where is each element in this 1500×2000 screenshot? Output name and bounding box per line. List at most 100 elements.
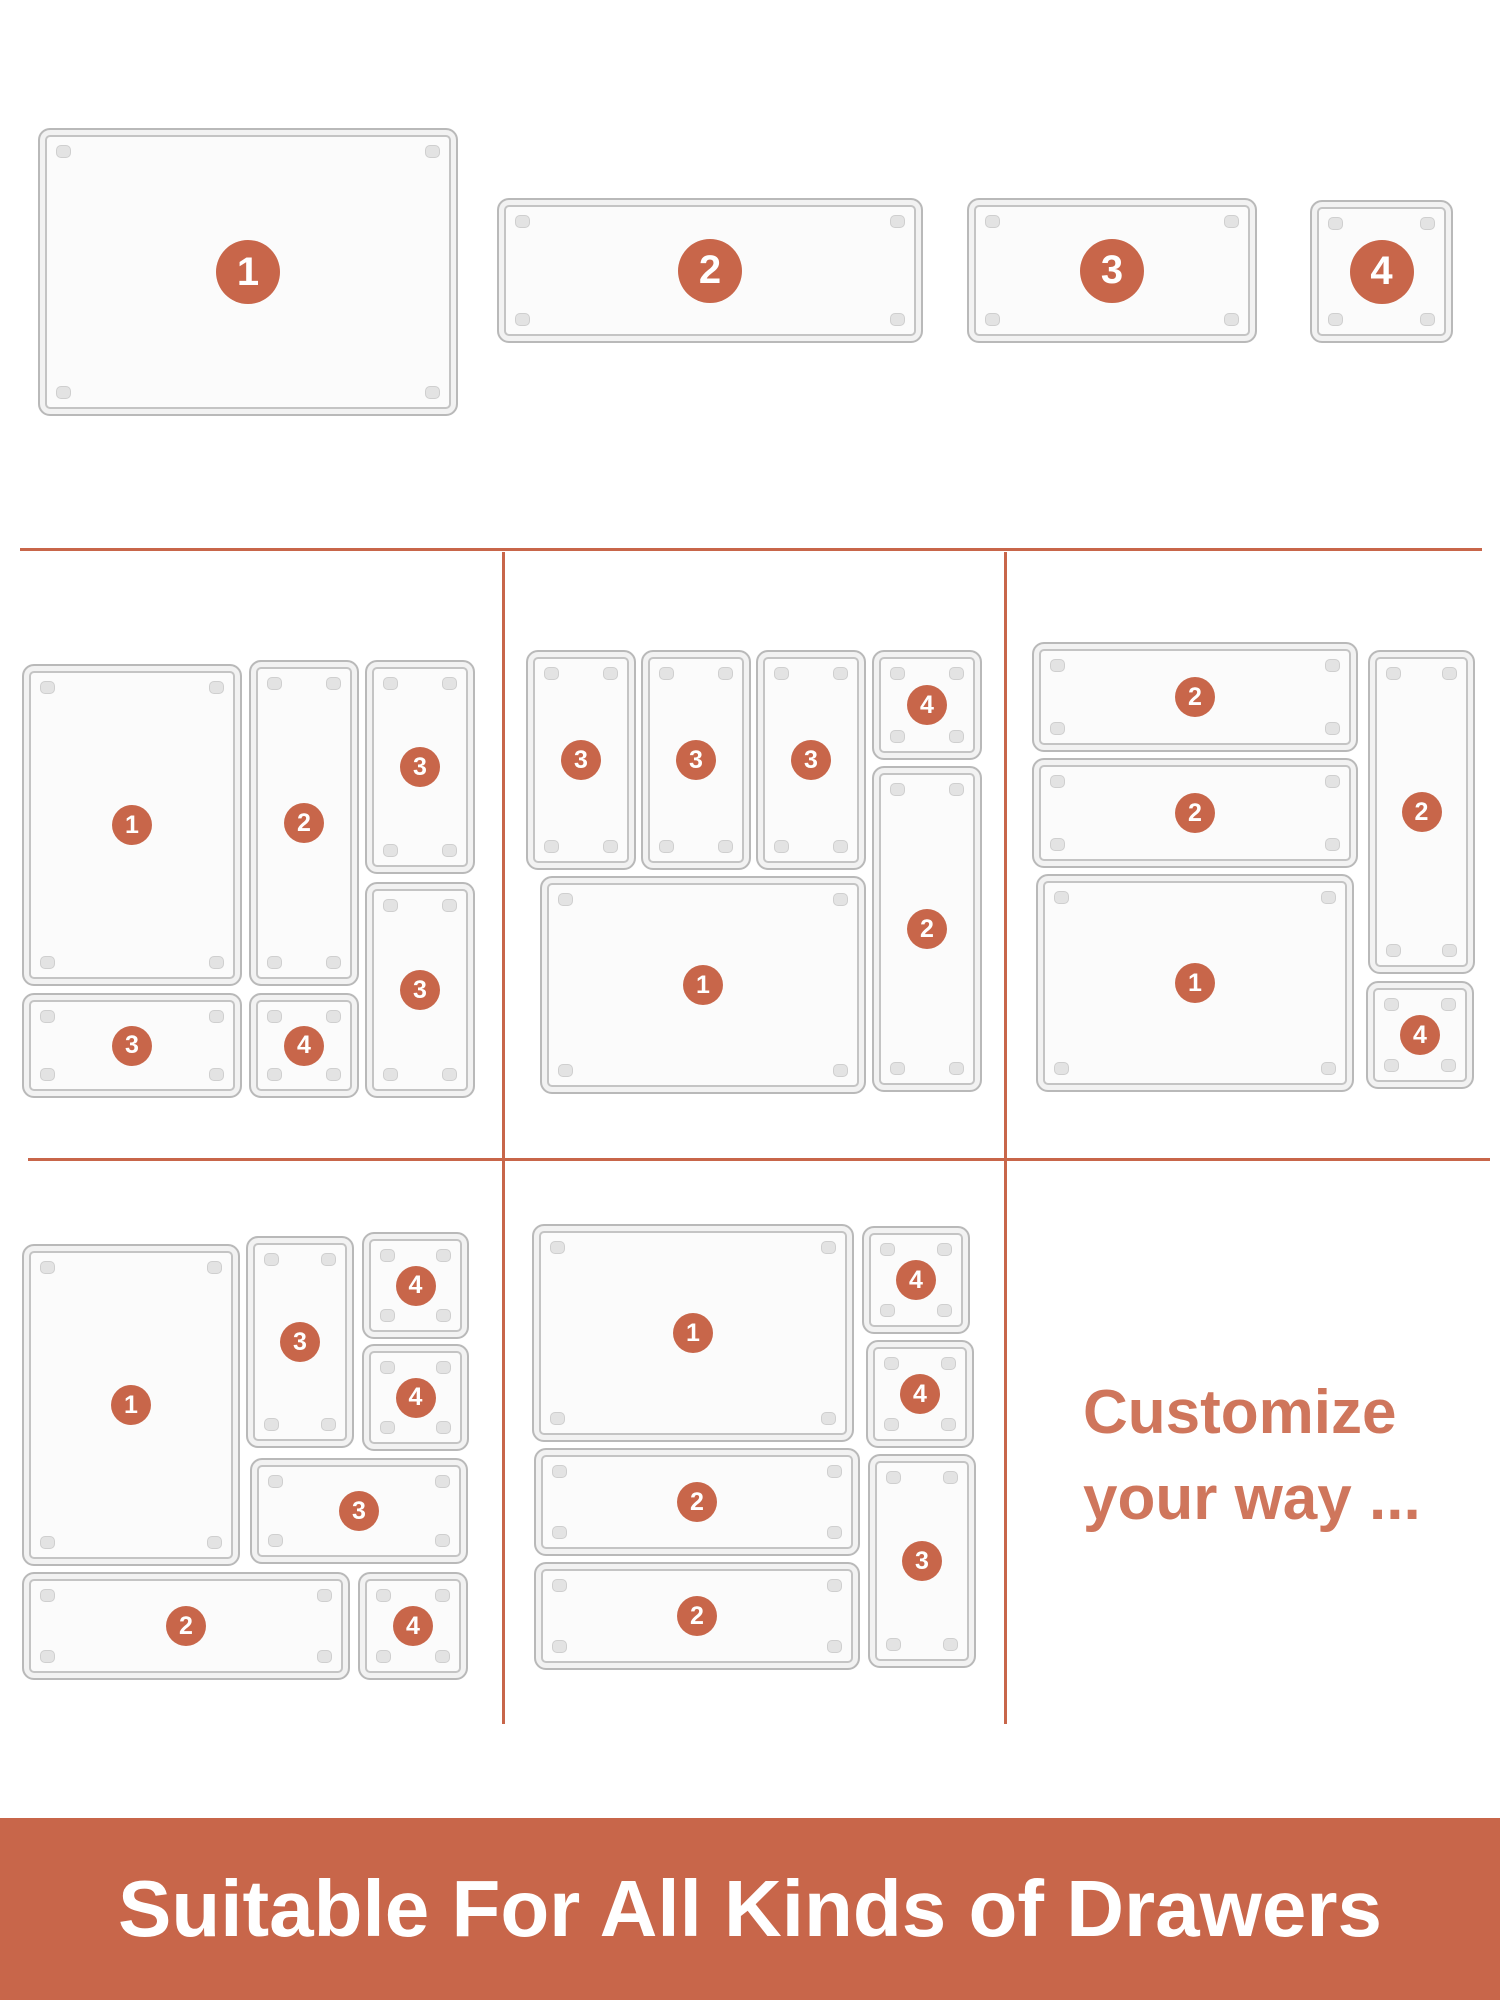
tray-badge-2: 2 — [284, 803, 324, 843]
corner-foot — [380, 1421, 395, 1434]
corner-foot — [890, 313, 905, 326]
corner-foot — [1441, 1059, 1456, 1072]
corner-foot — [833, 667, 848, 680]
corner-foot — [1384, 998, 1399, 1011]
corner-foot — [383, 1068, 398, 1081]
tray-badge-4: 4 — [393, 1606, 433, 1646]
corner-foot — [376, 1589, 391, 1602]
corner-foot — [207, 1536, 222, 1549]
corner-foot — [827, 1579, 842, 1592]
corner-foot — [321, 1253, 336, 1266]
corner-foot — [890, 215, 905, 228]
corner-foot — [442, 899, 457, 912]
corner-foot — [442, 844, 457, 857]
size-badge-3: 3 — [1080, 238, 1144, 303]
corner-foot — [264, 1253, 279, 1266]
corner-foot — [383, 899, 398, 912]
corner-foot — [209, 1068, 224, 1081]
corner-foot — [56, 145, 71, 158]
corner-foot — [326, 1010, 341, 1023]
layout-d-tray-4-lower: 4 — [358, 1572, 468, 1680]
size-badge-4: 4 — [1349, 239, 1414, 304]
corner-foot — [376, 1650, 391, 1663]
tray-size-2: 2 — [497, 198, 923, 343]
corner-foot — [1325, 775, 1340, 788]
corner-foot — [985, 215, 1000, 228]
corner-foot — [442, 677, 457, 690]
layout-a-tray-1: 1 — [22, 664, 242, 986]
corner-foot — [1050, 659, 1065, 672]
corner-foot — [890, 730, 905, 743]
corner-foot — [833, 1064, 848, 1077]
layout-c-tray-4: 4 — [1366, 981, 1474, 1089]
corner-foot — [603, 667, 618, 680]
corner-foot — [884, 1357, 899, 1370]
corner-foot — [425, 145, 440, 158]
corner-foot — [886, 1638, 901, 1651]
corner-foot — [268, 1534, 283, 1547]
corner-foot — [550, 1412, 565, 1425]
corner-foot — [659, 667, 674, 680]
corner-foot — [1328, 313, 1343, 326]
corner-foot — [890, 1062, 905, 1075]
tagline-line-1: Customize — [1083, 1378, 1397, 1447]
corner-foot — [1386, 944, 1401, 957]
corner-foot — [827, 1526, 842, 1539]
size-badge-1: 1 — [216, 240, 280, 304]
tray-badge-2: 2 — [907, 909, 947, 949]
corner-foot — [1321, 1062, 1336, 1075]
layout-a-tray-2: 2 — [249, 660, 359, 986]
tray-badge-4: 4 — [896, 1260, 936, 1300]
tray-badge-2: 2 — [1175, 793, 1215, 833]
corner-foot — [827, 1465, 842, 1478]
layout-a-tray-4: 4 — [249, 993, 359, 1098]
layout-e-tray-4-upper: 4 — [862, 1226, 970, 1334]
corner-foot — [1325, 838, 1340, 851]
corner-foot — [267, 956, 282, 969]
grid-divider-middle — [28, 1158, 1490, 1161]
corner-foot — [821, 1241, 836, 1254]
corner-foot — [317, 1589, 332, 1602]
tray-badge-2: 2 — [1401, 792, 1442, 832]
corner-foot — [886, 1471, 901, 1484]
corner-foot — [941, 1357, 956, 1370]
tray-badge-3: 3 — [112, 1025, 152, 1066]
corner-foot — [436, 1309, 451, 1322]
corner-foot — [718, 840, 733, 853]
corner-foot — [827, 1640, 842, 1653]
size-badge-2: 2 — [678, 238, 742, 303]
corner-foot — [435, 1475, 450, 1488]
tray-badge-4: 4 — [284, 1025, 324, 1066]
corner-foot — [209, 1010, 224, 1023]
corner-foot — [544, 840, 559, 853]
tray-badge-2: 2 — [1175, 677, 1215, 717]
layout-a-tray-3-upper: 3 — [365, 660, 475, 874]
corner-foot — [774, 667, 789, 680]
corner-foot — [515, 313, 530, 326]
tray-size-3: 3 — [967, 198, 1257, 343]
layout-d-tray-3-tall: 3 — [246, 1236, 354, 1448]
corner-foot — [552, 1640, 567, 1653]
corner-foot — [1384, 1059, 1399, 1072]
tray-badge-2: 2 — [677, 1482, 717, 1522]
corner-foot — [949, 667, 964, 680]
corner-foot — [552, 1579, 567, 1592]
tray-badge-3: 3 — [400, 970, 440, 1010]
corner-foot — [890, 667, 905, 680]
grid-divider-left — [502, 552, 505, 1724]
corner-foot — [436, 1361, 451, 1374]
corner-foot — [880, 1243, 895, 1256]
layout-b-tray-3-b: 3 — [641, 650, 751, 870]
layout-b-tray-3-a: 3 — [526, 650, 636, 870]
corner-foot — [40, 681, 55, 694]
corner-foot — [833, 893, 848, 906]
layout-c-tray-2-middle: 2 — [1032, 758, 1358, 868]
corner-foot — [317, 1650, 332, 1663]
corner-foot — [326, 1068, 341, 1081]
corner-foot — [435, 1534, 450, 1547]
corner-foot — [1054, 1062, 1069, 1075]
corner-foot — [552, 1465, 567, 1478]
corner-foot — [326, 956, 341, 969]
corner-foot — [1224, 313, 1239, 326]
layout-a-tray-3-wide: 3 — [22, 993, 242, 1098]
